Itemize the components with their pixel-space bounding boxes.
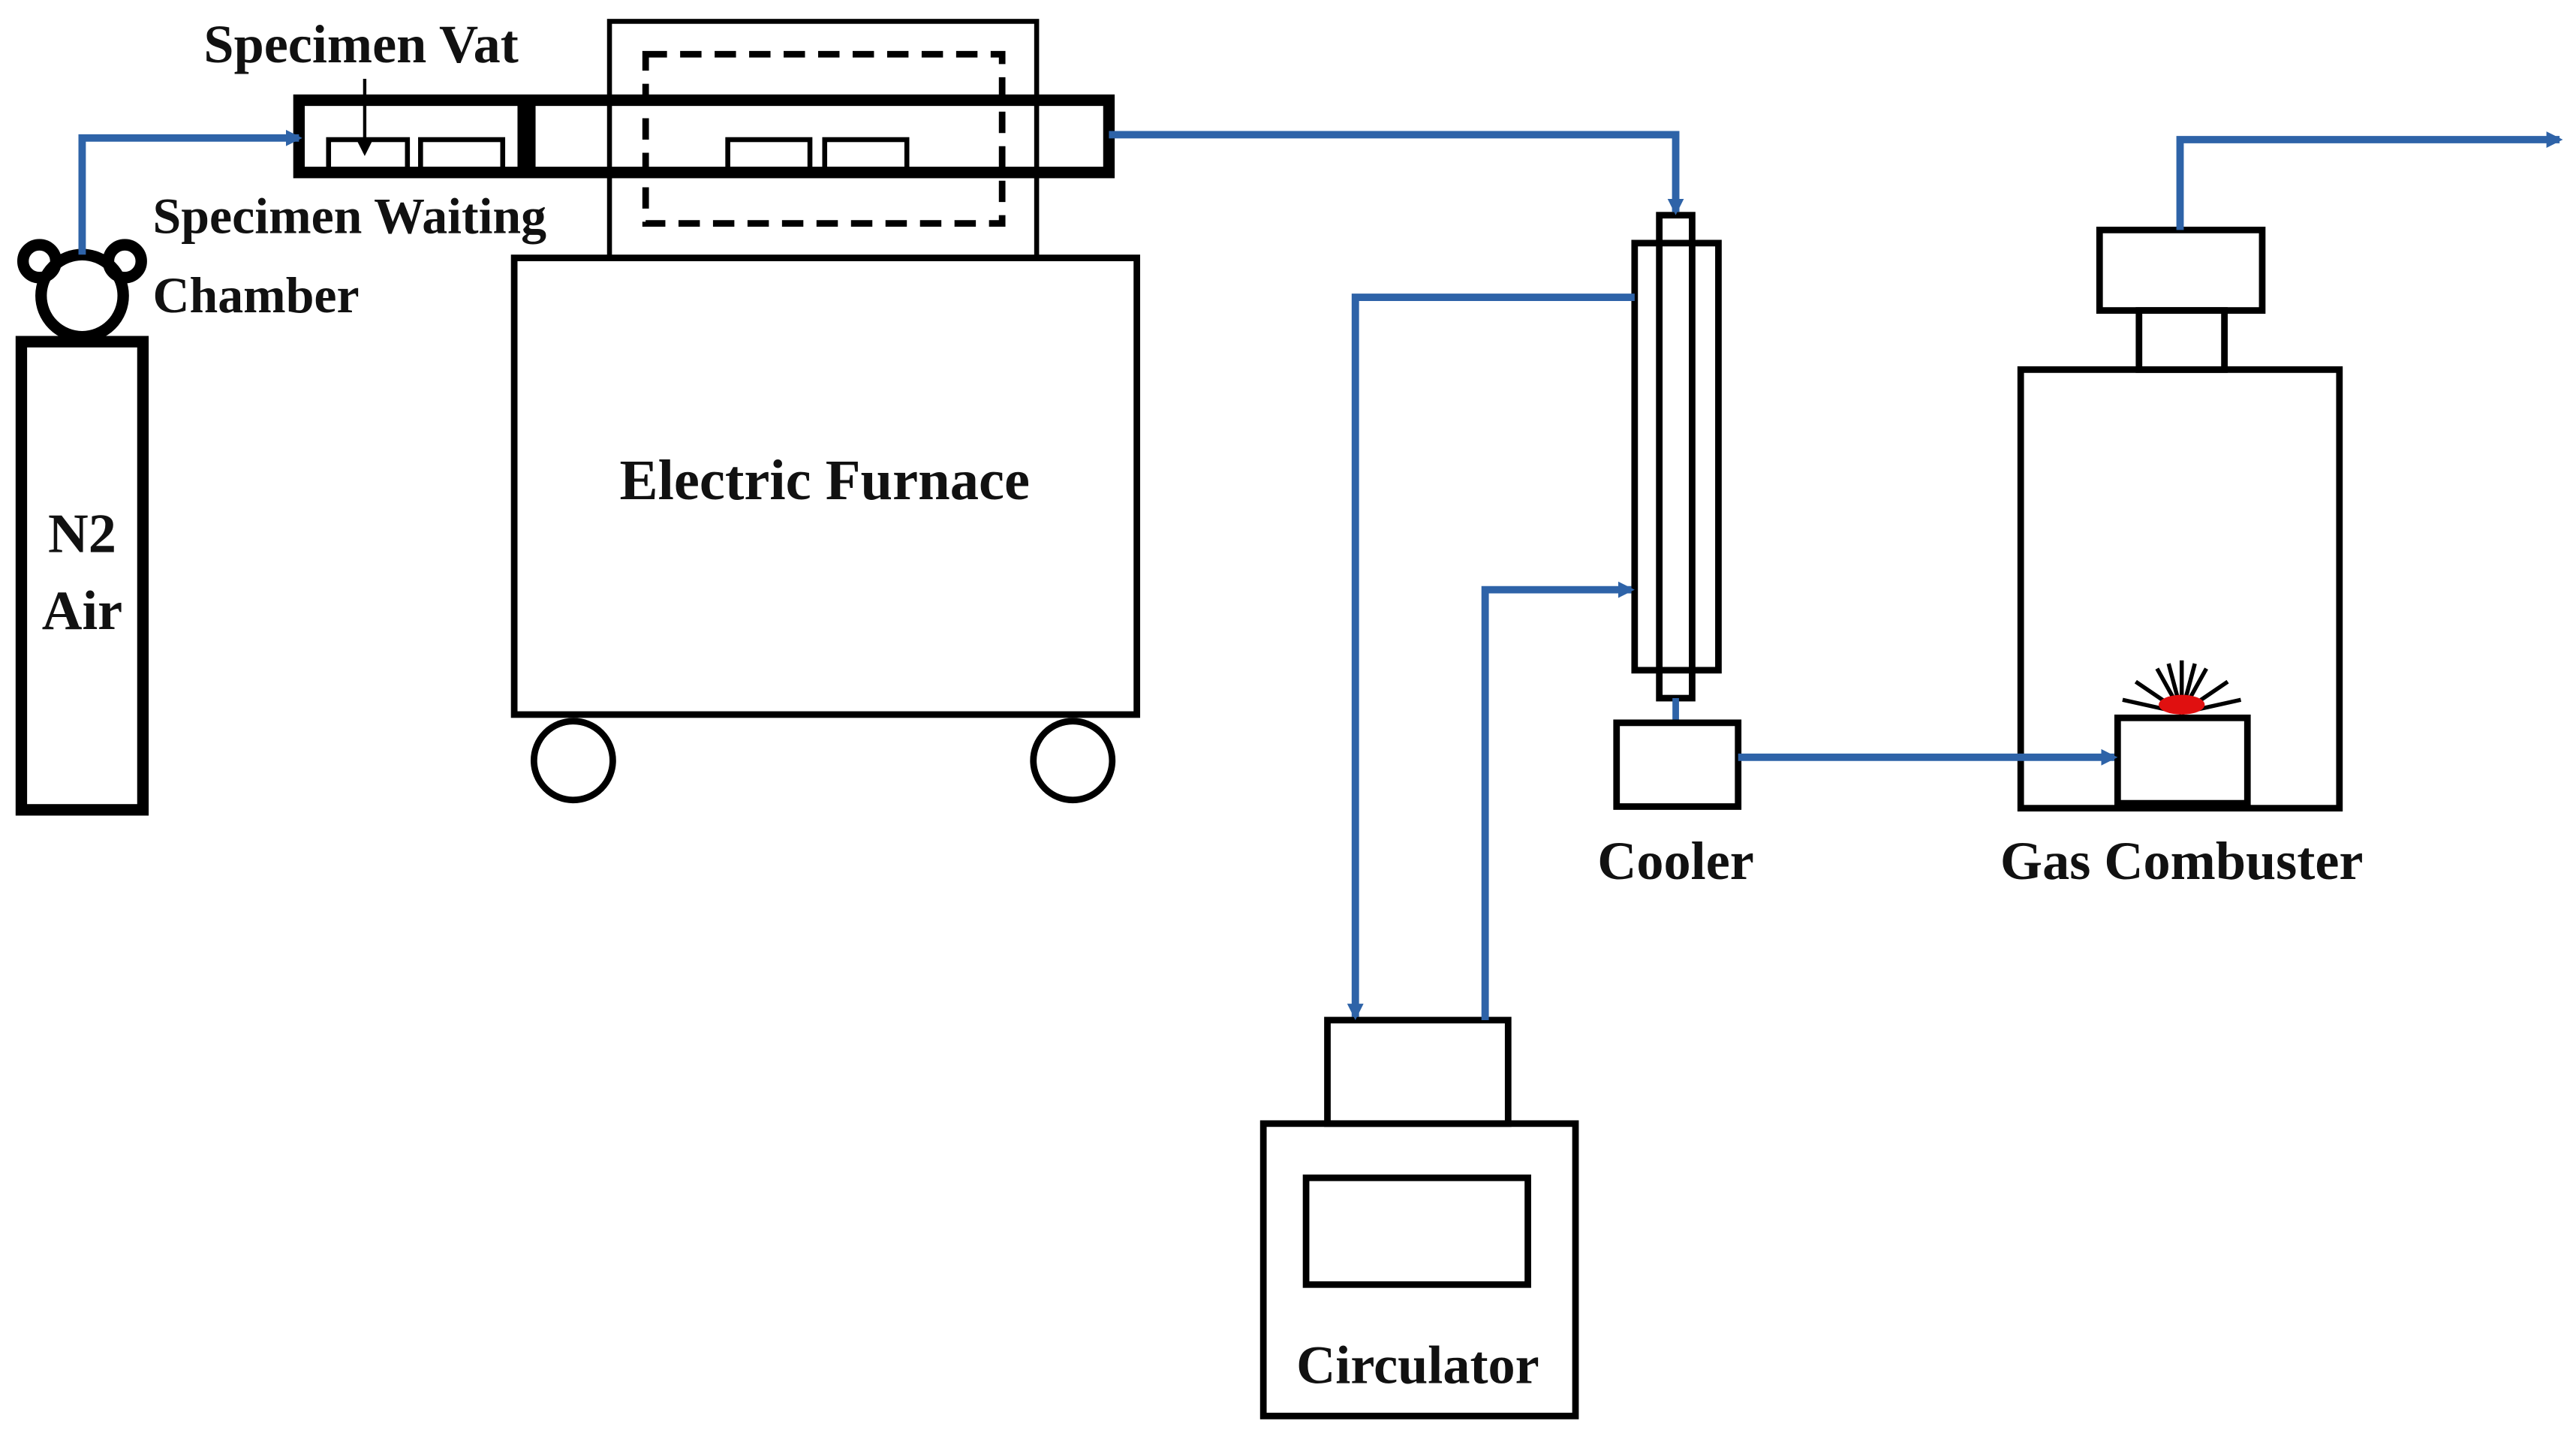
cooler-label: Cooler <box>1597 831 1754 891</box>
furnace-wheel-left <box>530 718 616 804</box>
burner-box <box>2114 714 2251 807</box>
circulator-label: Circulator <box>1296 1335 1539 1395</box>
reactor-to-condenser-pipe <box>1109 131 1684 215</box>
cylinder-valve-knob-right <box>102 239 147 284</box>
specimen-vat-label: Specimen Vat <box>203 14 518 74</box>
combuster-label: Gas Combuster <box>2000 831 2364 891</box>
circulator-top <box>1324 1016 1512 1127</box>
waiting-chamber-label-line2: Chamber <box>153 267 360 324</box>
gas-combuster <box>2017 226 2343 812</box>
chamber-divider <box>517 100 536 173</box>
electric-furnace <box>510 19 1141 804</box>
coolant-supply-pipe <box>1481 581 1635 1020</box>
furnace-wheel-right <box>1030 718 1116 804</box>
combuster-body <box>2017 366 2343 812</box>
waiting-specimen-boat-1 <box>326 137 411 172</box>
gas-feed-pipe <box>78 129 302 255</box>
furnace-label: Electric Furnace <box>620 448 1031 512</box>
coolant-return-pipe <box>1347 294 1635 1020</box>
furnace-hot-zone-dashed <box>642 50 1006 227</box>
cylinder-valve-knob-left <box>17 239 62 284</box>
furnace-cabinet <box>510 254 1141 718</box>
waiting-specimen-boat-2 <box>418 137 506 172</box>
circulator-body <box>1259 1120 1579 1419</box>
flow-lines <box>78 129 2563 1020</box>
furnace-specimen-boat-1 <box>725 137 813 172</box>
reactor-tube <box>293 94 1115 179</box>
combuster-neck <box>2135 307 2228 373</box>
condenser-column <box>1613 212 1742 810</box>
circulator <box>1259 1016 1579 1419</box>
combuster-cap <box>2096 226 2266 314</box>
flame-icon <box>2122 660 2242 715</box>
exhaust-pipe <box>2176 131 2563 230</box>
gas-label-line1: N2 <box>48 503 116 564</box>
circulator-display <box>1302 1174 1531 1288</box>
waiting-chamber-label-line1: Specimen Waiting <box>153 188 547 245</box>
gas-label-line2: Air <box>42 580 122 642</box>
furnace-specimen-boat-2 <box>822 137 910 172</box>
cylinder-body <box>15 336 149 816</box>
condenser-inner-tube <box>1656 212 1696 702</box>
cooler-box <box>1613 719 1742 810</box>
condenser-outer-jacket <box>1631 239 1722 674</box>
